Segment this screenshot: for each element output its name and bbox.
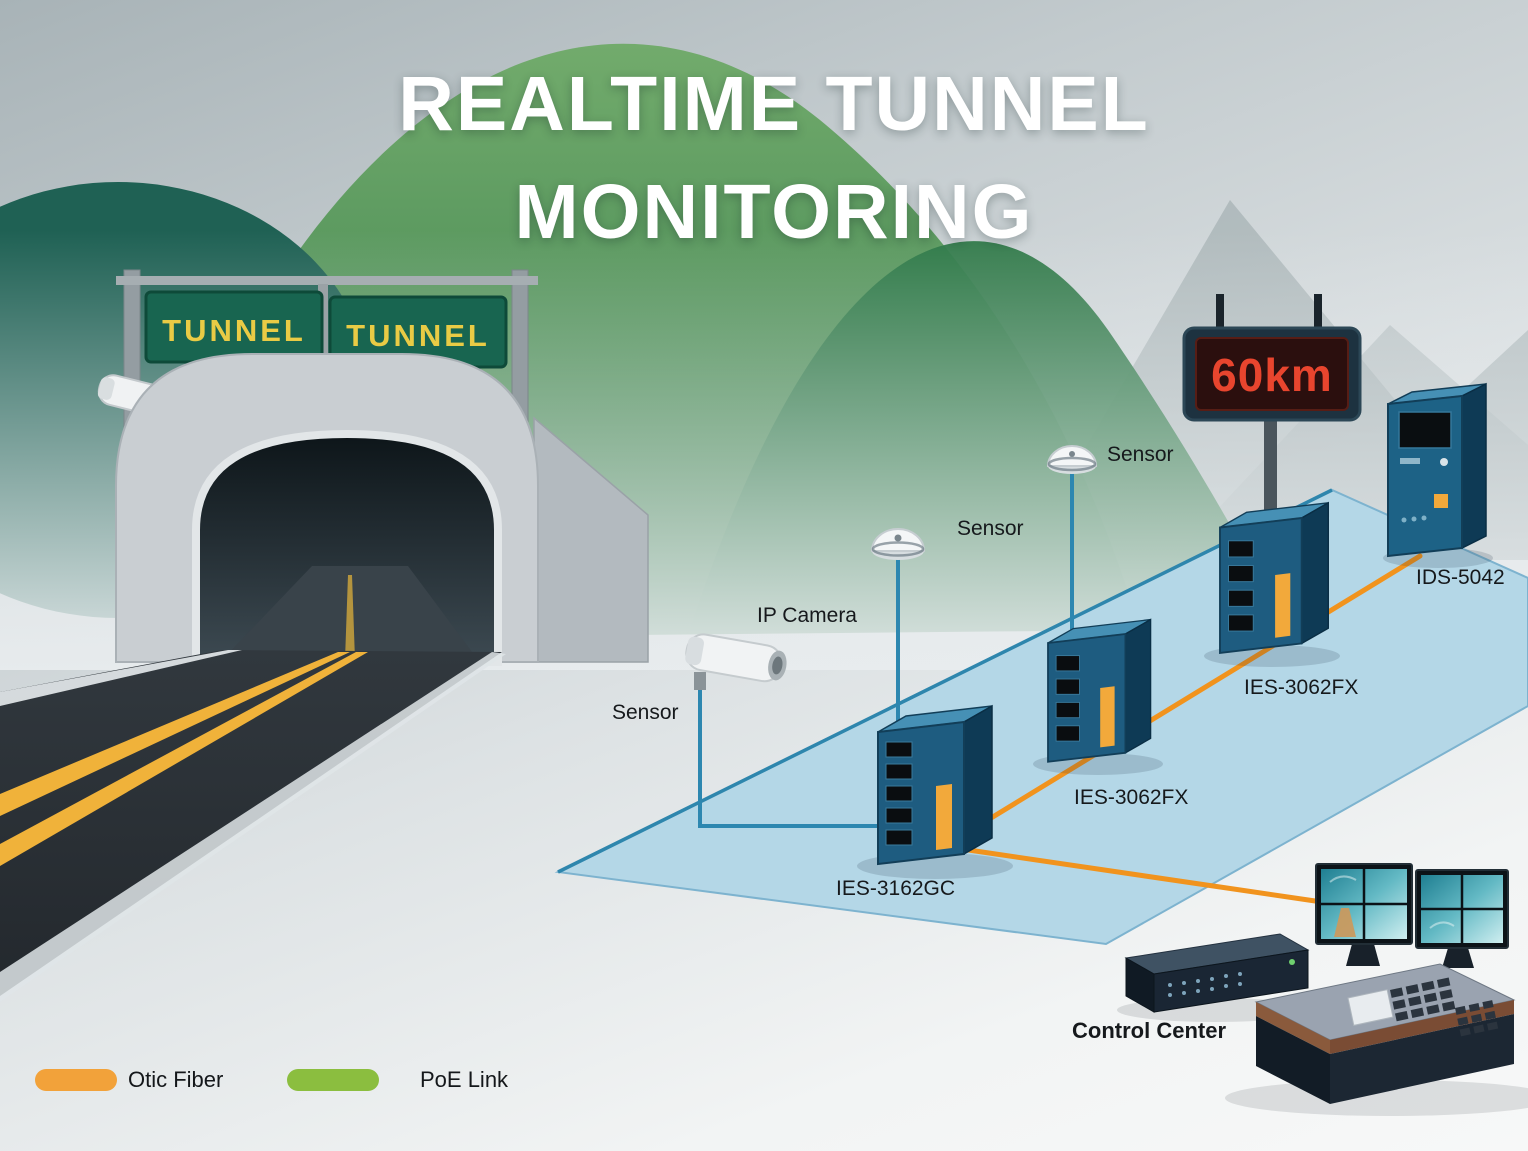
ids-device-label: IDS-5042 bbox=[1416, 566, 1505, 589]
speed-sign-pole bbox=[1264, 416, 1277, 534]
monitor-stand-right bbox=[1442, 948, 1474, 968]
sensor-mid-label: Sensor bbox=[957, 517, 1024, 540]
switch-poe-device bbox=[877, 705, 993, 865]
console-keypad-main bbox=[1390, 977, 1456, 1022]
switch-fx-far-device bbox=[1219, 501, 1330, 654]
fiber-link-to-control bbox=[952, 845, 1325, 905]
switch-fx-near-label: IES-3062FX bbox=[1074, 786, 1189, 809]
console-touchpad bbox=[1347, 989, 1394, 1026]
gantry-bar bbox=[116, 276, 538, 285]
page-title: REALTIME TUNNEL MONITORING bbox=[324, 50, 1224, 266]
console-desk bbox=[1254, 963, 1516, 1104]
roadway bbox=[0, 650, 506, 1002]
tunnel-centerline-inside bbox=[345, 575, 355, 660]
rack-server bbox=[1124, 933, 1310, 1013]
monitor-road-view bbox=[1334, 908, 1356, 937]
speed-sign-text: 60km bbox=[1211, 349, 1333, 401]
ip-camera-mount bbox=[694, 672, 706, 690]
dome-sensor-mid bbox=[870, 528, 926, 560]
switch-fx-near-device bbox=[1047, 618, 1152, 763]
switch-poe-label: IES-3162GC bbox=[836, 877, 956, 900]
ids-device bbox=[1387, 383, 1487, 557]
ip-camera-icon bbox=[685, 633, 787, 683]
legend-poe-label: PoE Link bbox=[420, 1067, 509, 1092]
tunnel-sign-left-text: TUNNEL bbox=[162, 313, 306, 348]
monitor-stand-left bbox=[1346, 944, 1380, 966]
console-shadow bbox=[1225, 1080, 1528, 1116]
road-yellow-line-2 bbox=[0, 652, 368, 866]
link-camera-to-switch bbox=[698, 688, 892, 828]
sensor-left-label: Sensor bbox=[612, 701, 679, 724]
speed-sign-antenna-right bbox=[1314, 294, 1322, 334]
speed-sign-antenna-left bbox=[1216, 294, 1224, 334]
speed-sign-display bbox=[1195, 337, 1349, 411]
tunnel-sign-right-text: TUNNEL bbox=[346, 318, 490, 353]
desk-body-left bbox=[1256, 1016, 1330, 1104]
title-line1: REALTIME TUNNEL bbox=[398, 61, 1150, 147]
desk-wood-edge-left bbox=[1256, 1002, 1330, 1054]
desk-wood-edge-front bbox=[1330, 1000, 1514, 1054]
speed-sign: 60km bbox=[1182, 294, 1362, 534]
ip-camera-label: IP Camera bbox=[757, 604, 857, 627]
dome-sensor-right bbox=[1046, 445, 1098, 474]
title-line2: MONITORING bbox=[514, 169, 1034, 255]
road-edge-line-top bbox=[0, 650, 242, 706]
legend-poe-swatch bbox=[287, 1069, 379, 1091]
road-edge-line-bottom bbox=[0, 652, 506, 1002]
sensor-right-label: Sensor bbox=[1107, 443, 1174, 466]
control-center-label: Control Center bbox=[1072, 1018, 1226, 1043]
legend-fiber-label: Otic Fiber bbox=[128, 1067, 224, 1092]
tunnel-scene: TUNNEL TUNNEL bbox=[97, 269, 649, 666]
monitor-wall bbox=[1315, 863, 1509, 968]
control-center-group bbox=[1117, 863, 1528, 1116]
fiber-link-backbone bbox=[952, 553, 1423, 843]
switch-fx-far-label: IES-3062FX bbox=[1244, 676, 1359, 699]
road-yellow-line-1 bbox=[0, 652, 350, 816]
legend-fiber-swatch bbox=[35, 1069, 117, 1091]
desk-body-front bbox=[1330, 1014, 1514, 1104]
console-keypad-side bbox=[1455, 1000, 1499, 1037]
platform-edge-line bbox=[557, 488, 1333, 874]
